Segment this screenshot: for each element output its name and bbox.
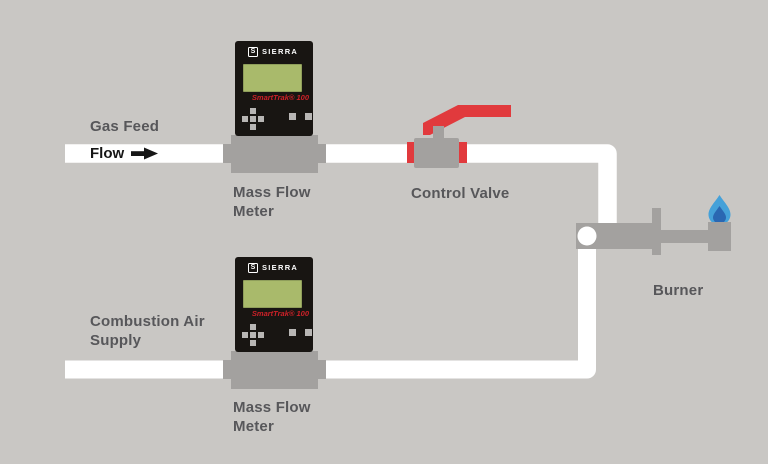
mass-flow-meter-air: S SIERRA SmartTrak® 100	[223, 257, 326, 389]
model-label: SmartTrak® 100	[251, 309, 309, 318]
valve-handle	[423, 105, 511, 135]
sierra-logo-icon: S	[248, 46, 258, 57]
dpad-keys	[242, 108, 264, 130]
gas-feed-label: Gas Feed	[90, 118, 160, 135]
dpad-keys	[242, 324, 264, 346]
burner-nozzle	[708, 222, 731, 251]
valve-stem	[433, 126, 444, 140]
meter-display-unit: S SIERRA SmartTrak® 100	[235, 41, 313, 136]
lcd-screen	[243, 64, 302, 92]
burner-label: Burner	[653, 282, 704, 299]
burner-tube	[661, 230, 708, 243]
valve-flange-left	[407, 142, 416, 163]
meter-pipe-connector-right	[316, 360, 326, 379]
function-key-1	[289, 329, 296, 336]
model-label: SmartTrak® 100	[251, 93, 309, 102]
meter-pipe-connector-left	[223, 144, 233, 163]
gas-feed-pipe	[65, 144, 617, 225]
function-key-1	[289, 113, 296, 120]
sierra-brand-text: SIERRA	[262, 47, 299, 56]
flow-indicator: Flow	[90, 145, 159, 162]
sierra-logo: S SIERRA	[248, 262, 298, 273]
valve-body	[414, 138, 459, 168]
mass-flow-meter-air-label: Mass Flow Meter	[233, 399, 311, 435]
flame-inner-icon	[713, 206, 726, 224]
combustion-air-pipe	[65, 242, 596, 379]
function-key-2	[305, 113, 312, 120]
combustion-air-label: Combustion Air Supply	[90, 313, 205, 349]
function-key-2	[305, 329, 312, 336]
burner-mixing-body	[598, 223, 653, 249]
burner-flange	[652, 208, 661, 255]
sierra-logo: S SIERRA	[248, 46, 298, 57]
lcd-screen	[243, 280, 302, 308]
mass-flow-meter-gas: S SIERRA SmartTrak® 100	[223, 41, 326, 173]
burner-assembly	[576, 195, 731, 255]
mass-flow-meter-gas-label: Mass Flow Meter	[233, 184, 311, 220]
meter-display-unit: S SIERRA SmartTrak® 100	[235, 257, 313, 352]
meter-pipe-connector-left	[223, 360, 233, 379]
valve-flange-right	[458, 142, 467, 163]
meter-flow-body	[231, 351, 318, 389]
control-valve	[407, 105, 511, 168]
flow-arrow-icon	[131, 147, 159, 160]
sierra-logo-icon: S	[248, 262, 258, 273]
sierra-brand-text: SIERRA	[262, 263, 299, 272]
burner-inlet-port	[577, 226, 597, 246]
flow-label: Flow	[90, 145, 125, 162]
meter-pipe-connector-right	[316, 144, 326, 163]
control-valve-label: Control Valve	[411, 185, 510, 202]
meter-flow-body	[231, 135, 318, 173]
